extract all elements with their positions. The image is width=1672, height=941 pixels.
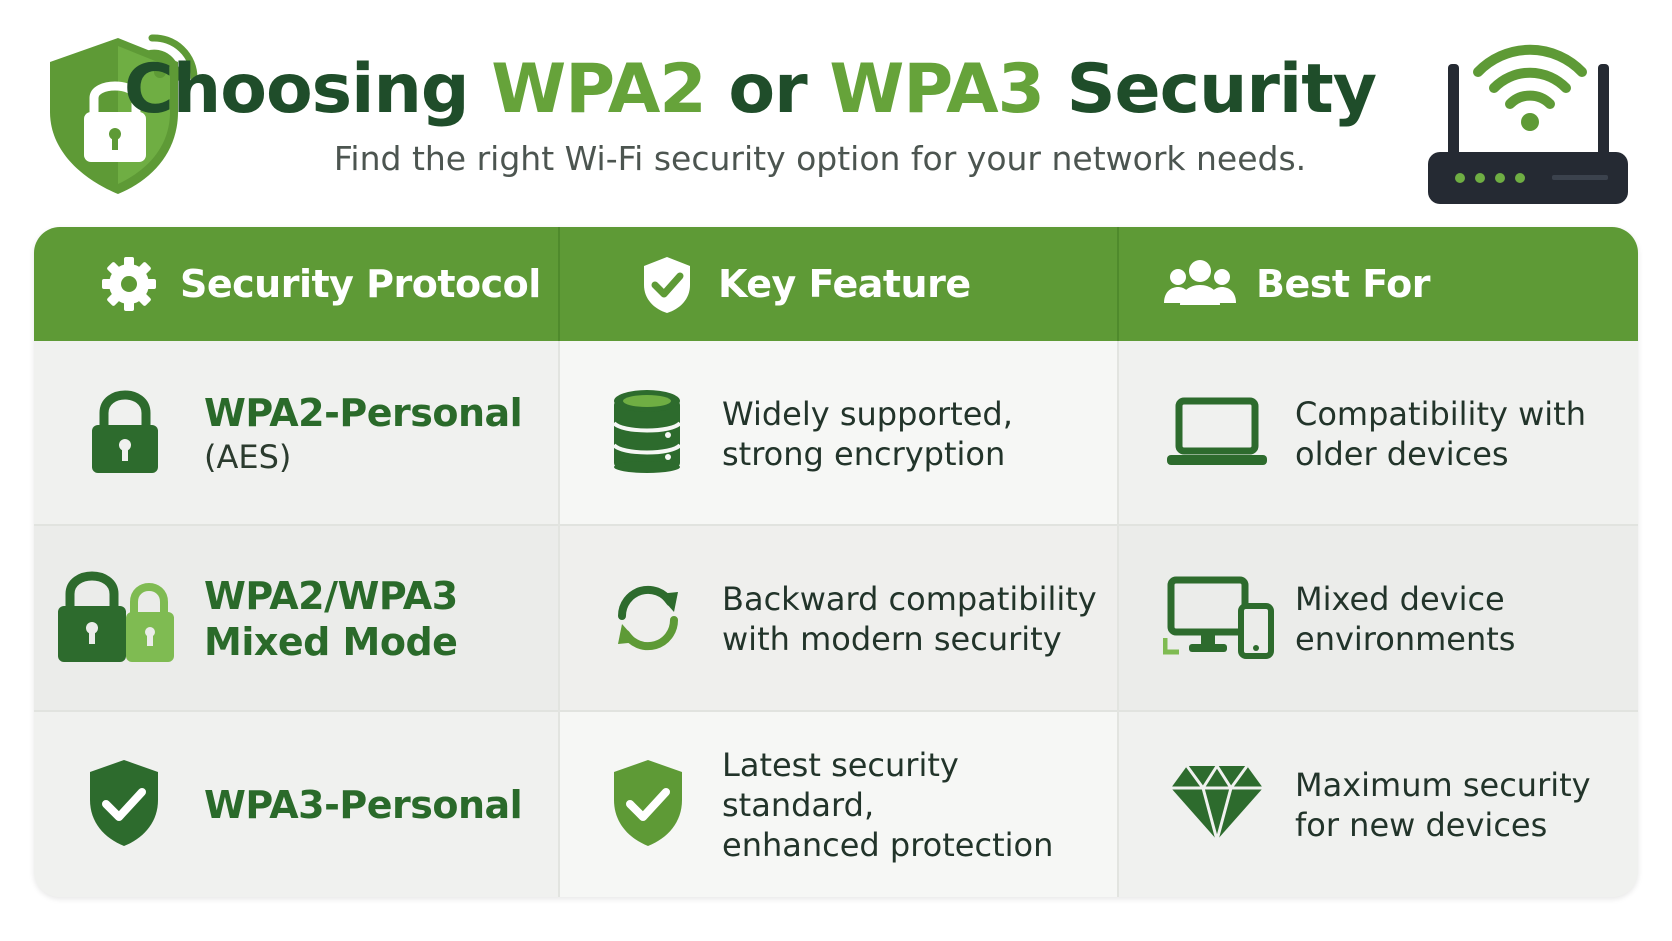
page-subtitle: Find the right Wi-Fi security option for… xyxy=(333,139,1307,178)
column-header-protocol-label: Security Protocol xyxy=(180,262,541,306)
feature-cell: Latest security standard, enhanced prote… xyxy=(560,712,1117,897)
shield-check-icon xyxy=(90,760,158,846)
bestfor-cell: Mixed device environments xyxy=(1119,526,1638,712)
header-divider xyxy=(558,227,560,341)
wifi-router-icon xyxy=(1428,44,1628,204)
table-header-row: Security Protocol Key Feature Best For xyxy=(34,227,1638,341)
feature-cell: Widely supported, strong encryption xyxy=(560,341,1117,526)
database-icon xyxy=(612,390,682,473)
comparison-table: Security Protocol Key Feature Best For xyxy=(34,227,1638,897)
sync-icon xyxy=(617,585,679,651)
protocol-subtitle: Mixed Mode xyxy=(204,620,458,664)
bestfor-cell: Compatibility with older devices xyxy=(1119,341,1638,526)
shield-check-icon xyxy=(614,760,682,846)
diamond-icon xyxy=(1171,763,1263,842)
laptop-icon xyxy=(1167,397,1267,465)
protocol-cell: WPA2/WPA3 Mixed Mode xyxy=(34,526,558,712)
feature-cell: Backward compatibility with modern secur… xyxy=(560,526,1117,712)
column-divider xyxy=(1117,227,1119,897)
header-divider xyxy=(1117,227,1119,341)
title-accent-wpa2: WPA2 xyxy=(491,50,707,129)
protocol-cell: WPA3-Personal xyxy=(34,712,558,897)
column-header-feature: Key Feature xyxy=(636,227,971,341)
column-divider xyxy=(558,227,560,897)
feature-text: Latest security standard, enhanced prote… xyxy=(722,745,1054,864)
users-icon xyxy=(1164,260,1236,305)
protocol-cell: WPA2-Personal (AES) xyxy=(34,341,558,526)
gear-icon xyxy=(102,257,156,311)
column-header-feature-label: Key Feature xyxy=(718,262,971,306)
bestfor-cell: Maximum security for new devices xyxy=(1119,712,1638,897)
table-row: WPA3-Personal Latest security standard, … xyxy=(34,712,1638,897)
protocol-name: WPA2/WPA3 xyxy=(204,574,458,618)
protocol-name: WPA2-Personal xyxy=(204,390,523,435)
shield-check-icon xyxy=(644,257,690,313)
bestfor-text: Maximum security for new devices xyxy=(1295,765,1591,844)
shield-lock-wifi-icon xyxy=(50,34,198,194)
protocol-text: WPA2-Personal (AES) xyxy=(204,341,523,526)
title-middle: or xyxy=(705,50,830,129)
row-divider xyxy=(34,524,1638,526)
protocol-name: WPA3-Personal xyxy=(204,782,523,827)
table-row: WPA2-Personal (AES) Widely supported, st… xyxy=(34,341,1638,526)
row-divider xyxy=(34,710,1638,712)
table-row: WPA2/WPA3 Mixed Mode Backward compatibil… xyxy=(34,526,1638,712)
feature-text: Backward compatibility with modern secur… xyxy=(722,580,1097,658)
protocol-text: WPA3-Personal xyxy=(204,712,523,897)
feature-text: Widely supported, strong encryption xyxy=(722,394,1013,473)
column-header-protocol: Security Protocol xyxy=(98,227,541,341)
protocol-text: WPA2/WPA3 Mixed Mode xyxy=(204,526,458,712)
protocol-subtitle: (AES) xyxy=(204,437,292,476)
bestfor-text: Mixed device environments xyxy=(1295,580,1516,658)
title-prefix: Choosing xyxy=(123,50,492,129)
column-header-bestfor: Best For xyxy=(1164,227,1431,341)
lock-icon xyxy=(92,390,158,473)
page-title: Choosing WPA2 or WPA3 Security xyxy=(0,50,1500,130)
double-lock-icon xyxy=(58,571,174,662)
title-suffix: Security xyxy=(1043,50,1378,129)
bestfor-text: Compatibility with older devices xyxy=(1295,394,1586,473)
column-header-bestfor-label: Best For xyxy=(1256,262,1431,306)
desktop-phone-icon xyxy=(1163,576,1274,659)
title-accent-wpa3: WPA3 xyxy=(829,50,1045,129)
